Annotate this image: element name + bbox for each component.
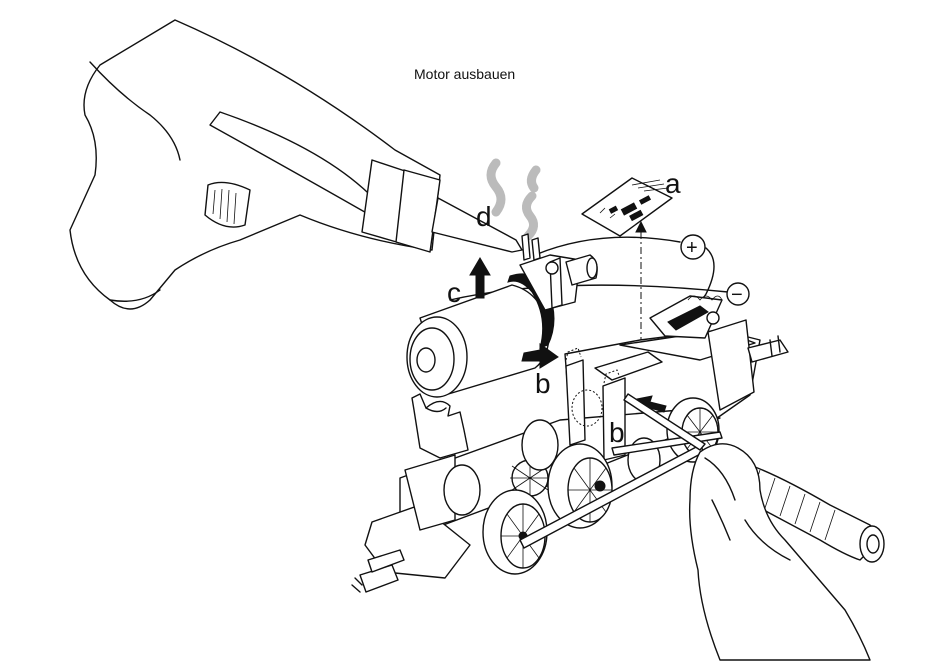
motor-bracket-icon: [411, 393, 469, 459]
lift-arrow-icon: [469, 257, 491, 299]
label-c: c: [447, 277, 461, 308]
soldering-iron-icon: [69, 19, 523, 310]
label-a: a: [665, 168, 681, 199]
label-b-left: b: [535, 368, 551, 399]
motor-icon: [406, 233, 598, 398]
slide-arrow-icon: [521, 343, 559, 369]
smoke-wisps: [486, 158, 541, 241]
diagram-caption: Motor ausbauen: [414, 66, 516, 82]
label-d: d: [476, 201, 492, 232]
hand-icon: [689, 443, 871, 661]
locomotive-chassis-icon: [351, 295, 789, 593]
label-b-right: b: [609, 417, 625, 448]
minus-terminal-label: −: [731, 284, 743, 306]
wire-loops: [449, 234, 750, 331]
screwdriver-icon: [623, 393, 885, 563]
decoder-board-icon: [581, 177, 673, 350]
plus-terminal-label: +: [686, 237, 698, 259]
